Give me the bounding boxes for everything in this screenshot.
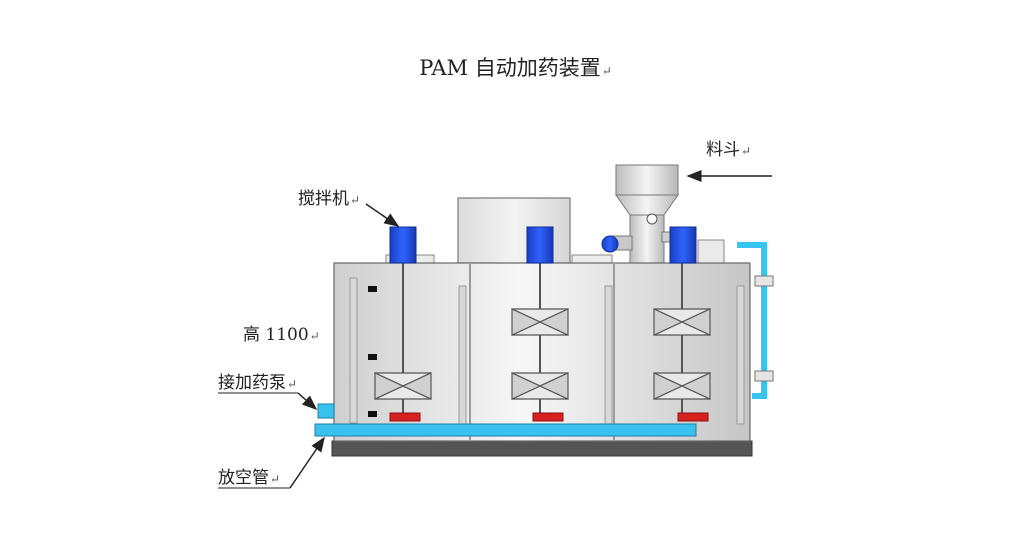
mixer-motors (389, 226, 697, 264)
label-vent-pipe: 放空管↵ (218, 468, 281, 488)
overflow-pipe (737, 242, 767, 399)
return-mark: ↵ (601, 64, 612, 78)
level-marks (368, 286, 377, 417)
mixer-arrow (365, 203, 400, 227)
label-mixer: 搅拌机↵ (298, 189, 361, 209)
vent-arrow (289, 436, 325, 489)
pump-arrow-head (297, 392, 318, 410)
bottom-pipe (314, 423, 697, 437)
pump-outlet (317, 403, 335, 419)
diagram-title: PAM 自动加药装置↵ (0, 52, 1031, 82)
title-text: PAM 自动加药装置 (419, 56, 601, 80)
hopper (615, 164, 679, 264)
pipe-joints (754, 275, 774, 382)
feeder-motor (601, 235, 633, 253)
impellers (374, 308, 711, 400)
label-height: 高 1100↵ (243, 325, 320, 345)
label-pump-connection: 接加药泵↵ (218, 373, 298, 393)
lid-right (697, 239, 725, 265)
base-frame (331, 440, 753, 457)
drain-valves (389, 412, 709, 422)
label-hopper: 料斗↵ (706, 140, 752, 160)
